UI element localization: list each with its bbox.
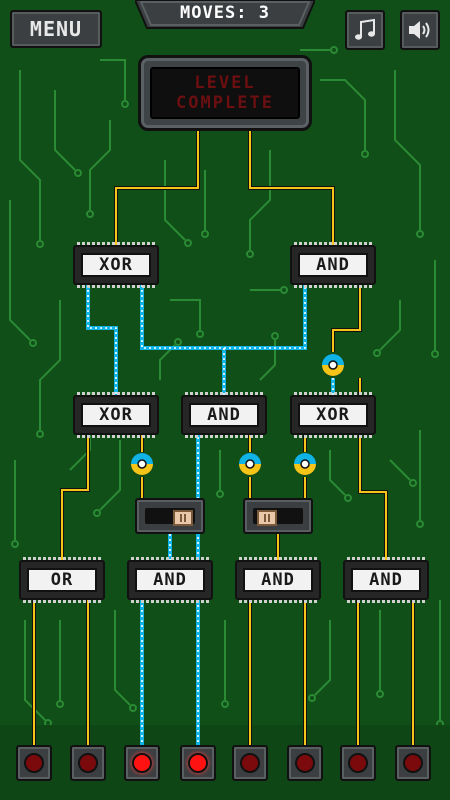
gate-label: AND	[298, 253, 368, 277]
output-button-6[interactable]	[287, 745, 323, 781]
gate-bottom-1: OR	[19, 557, 105, 603]
junction-connector-center-right	[294, 453, 316, 475]
sound-button[interactable]	[400, 10, 440, 50]
output-led	[78, 753, 98, 773]
output-button-1[interactable]	[16, 745, 52, 781]
gate-mid-left: XOR	[73, 392, 159, 438]
toggle-switch-right[interactable]	[243, 498, 313, 534]
gate-label: AND	[135, 568, 205, 592]
switch-knob	[257, 510, 277, 526]
output-led	[348, 753, 368, 773]
gate-label: AND	[189, 403, 259, 427]
output-led	[295, 753, 315, 773]
gate-bottom-3: AND	[235, 557, 321, 603]
display-screen: LEVEL COMPLETE	[150, 67, 300, 119]
output-led	[240, 753, 260, 773]
output-button-8[interactable]	[395, 745, 431, 781]
music-button[interactable]	[345, 10, 385, 50]
moves-plate	[135, 0, 315, 29]
switch-knob	[173, 510, 193, 526]
moves-counter: MOVES: 3	[135, 3, 315, 23]
output-led	[403, 753, 423, 773]
menu-button[interactable]: MENU	[10, 10, 102, 48]
gate-bottom-2: AND	[127, 557, 213, 603]
switch-track	[145, 508, 195, 526]
menu-button-label: MENU	[29, 17, 83, 41]
junction-connector-left	[131, 453, 153, 475]
gate-label: XOR	[298, 403, 368, 427]
toggle-switch-left[interactable]	[135, 498, 205, 534]
output-button-2[interactable]	[70, 745, 106, 781]
gate-top-left: XOR	[73, 242, 159, 288]
output-led	[24, 753, 44, 773]
output-led	[132, 753, 152, 773]
gate-label: XOR	[81, 253, 151, 277]
output-button-4[interactable]	[180, 745, 216, 781]
gate-mid-right: XOR	[290, 392, 376, 438]
display-line-2: COMPLETE	[176, 93, 274, 113]
gate-label: AND	[243, 568, 313, 592]
gate-top-right: AND	[290, 242, 376, 288]
gate-label: XOR	[81, 403, 151, 427]
output-led	[188, 753, 208, 773]
gate-label: OR	[27, 568, 97, 592]
gate-label: AND	[351, 568, 421, 592]
moves-label: MOVES:	[180, 3, 248, 23]
output-button-7[interactable]	[340, 745, 376, 781]
output-button-3[interactable]	[124, 745, 160, 781]
level-status-display: LEVEL COMPLETE	[138, 55, 312, 131]
junction-connector-right	[322, 354, 344, 376]
display-line-1: LEVEL	[194, 73, 256, 93]
output-button-5[interactable]	[232, 745, 268, 781]
speaker-icon	[409, 21, 430, 39]
music-note-icon	[355, 18, 375, 40]
gate-mid-center: AND	[181, 392, 267, 438]
gate-bottom-4: AND	[343, 557, 429, 603]
switch-track	[253, 508, 303, 526]
moves-count: 3	[258, 3, 270, 23]
junction-connector-center	[239, 453, 261, 475]
